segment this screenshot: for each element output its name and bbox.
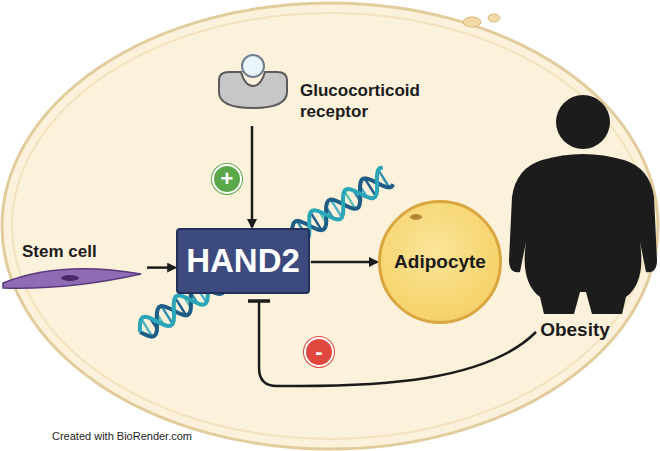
stem-cell-body [3,269,141,289]
adipocyte-cell: Adipocyte [378,200,502,324]
arrow-connector [251,126,254,227]
figure-head [556,95,610,149]
node-shape [500,92,658,316]
cell-membrane [2,3,658,449]
nucleus [61,275,79,281]
figure-body [509,154,657,314]
arrow-connector [311,261,377,264]
node-label: Obesity [540,319,610,341]
dna-strand [140,168,383,332]
node-label: HAND2 [186,242,300,280]
sign-badge: + [212,164,242,194]
inhibition-line [259,301,536,386]
credit-note: Created with BioRender.com [52,430,192,442]
obesity-figure: Obesity [500,92,658,344]
gene-box: HAND2 [176,228,310,294]
node-label: Glucocorticoid receptor [300,80,430,122]
sign-badge: - [304,337,334,367]
organelle [463,17,481,27]
node-label: Stem cell [22,242,97,262]
organelle [488,14,500,22]
stem-cell: Stem cell [0,240,145,295]
ligand [242,55,264,77]
dna-helix [140,168,393,337]
arrow-connector [147,266,175,269]
dna-strand [140,178,393,336]
lipid-nucleus [410,214,422,220]
node-label: Adipocyte [394,251,486,273]
receptor-icon: Glucocorticoid receptor [215,42,434,126]
